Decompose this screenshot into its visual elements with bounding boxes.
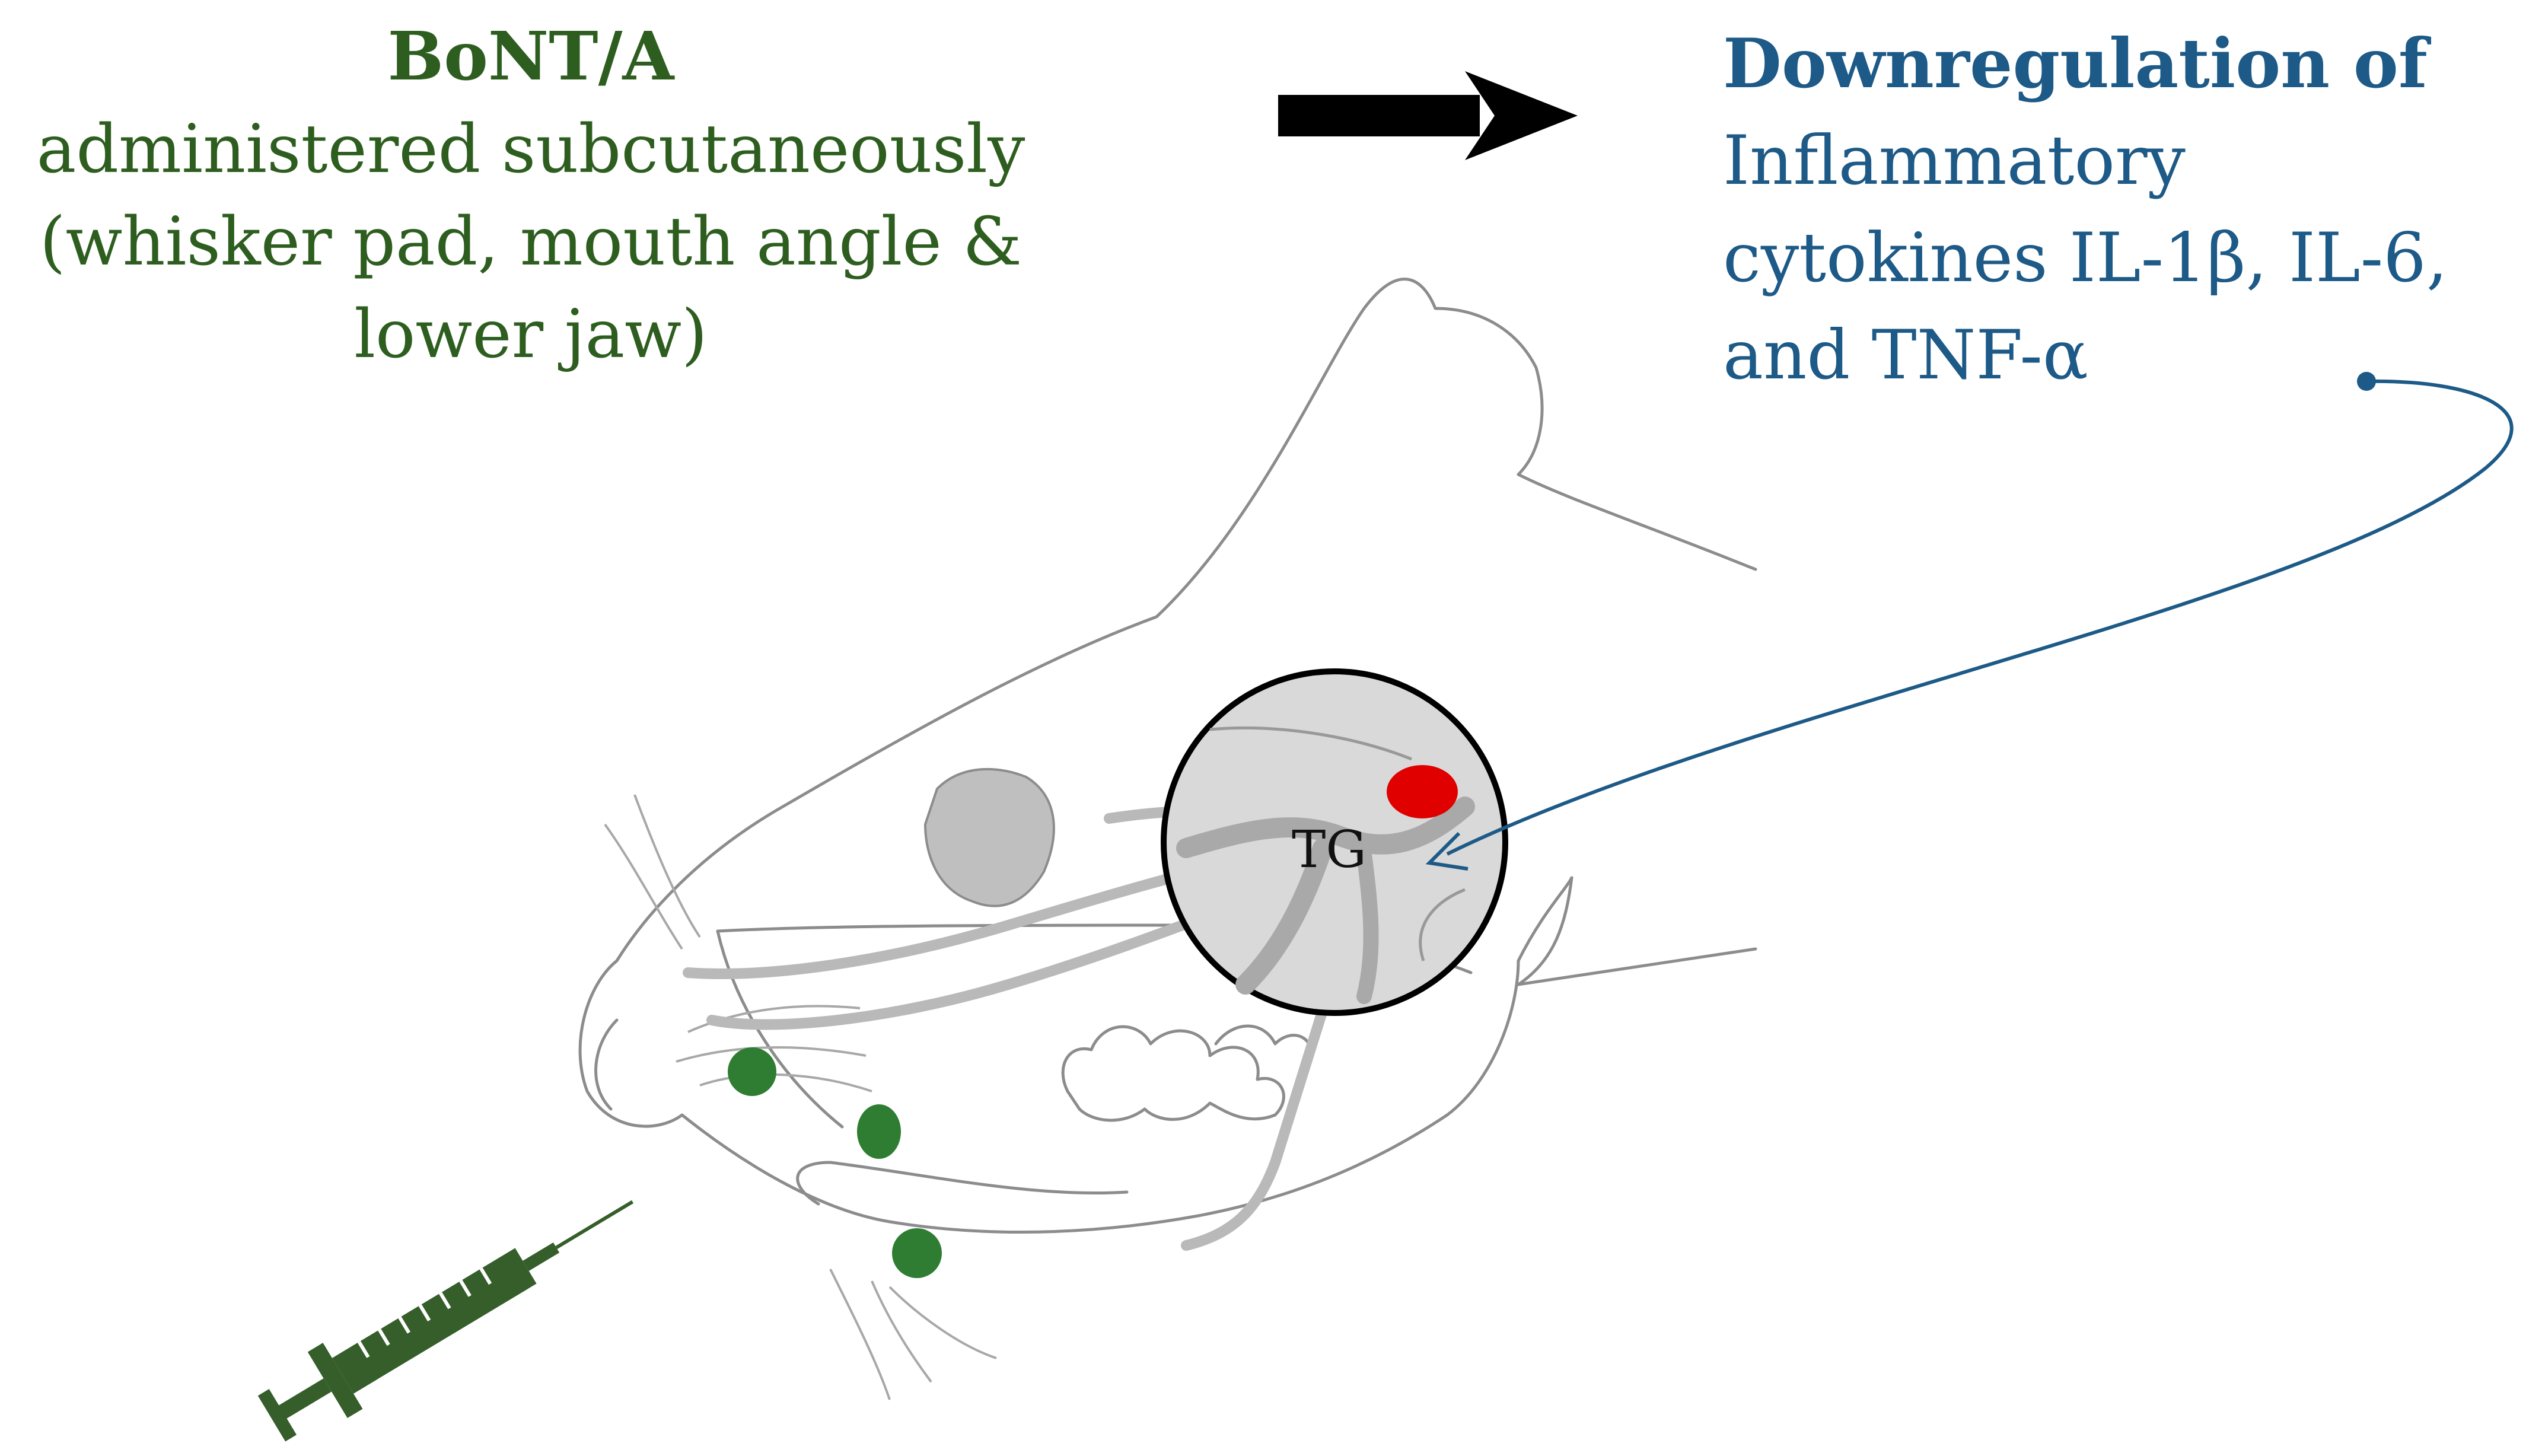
whiskers	[604, 794, 997, 1400]
bont-a-caption: BoNT/A administered subcutaneously (whis…	[0, 24, 1062, 368]
injection-site-whisker-pad	[728, 1047, 776, 1096]
cytokine-line-3: and TNF-α	[1723, 316, 2088, 394]
cytokine-line-1: Inflammatory	[1723, 121, 2186, 200]
bont-a-line-2: (whisker pad, mouth angle &	[39, 203, 1022, 281]
injection-site-mouth-angle	[857, 1104, 901, 1159]
injection-site-lower-jaw	[892, 1228, 942, 1278]
bont-a-line-1: administered subcutaneously	[36, 111, 1025, 188]
trigeminal-ganglion-label: TG	[1292, 820, 1367, 880]
bont-a-title: BoNT/A	[387, 18, 674, 95]
cytokine-line-2: cytokines IL-1β, IL-6,	[1723, 218, 2448, 297]
bont-a-line-3: lower jaw)	[354, 296, 708, 373]
cytokine-arrow	[1425, 372, 2514, 871]
inflammation-site	[1387, 765, 1458, 818]
downregulation-caption: Downregulation of Inflammatory cytokines…	[1723, 30, 2448, 389]
right-arrow-icon	[1278, 71, 1578, 160]
trigeminal-ganglion-inset	[1161, 668, 1508, 1016]
injection-sites	[728, 1047, 942, 1278]
downregulation-title: Downregulation of	[1723, 24, 2428, 103]
eye	[923, 767, 1055, 907]
syringe-icon	[257, 1200, 634, 1442]
